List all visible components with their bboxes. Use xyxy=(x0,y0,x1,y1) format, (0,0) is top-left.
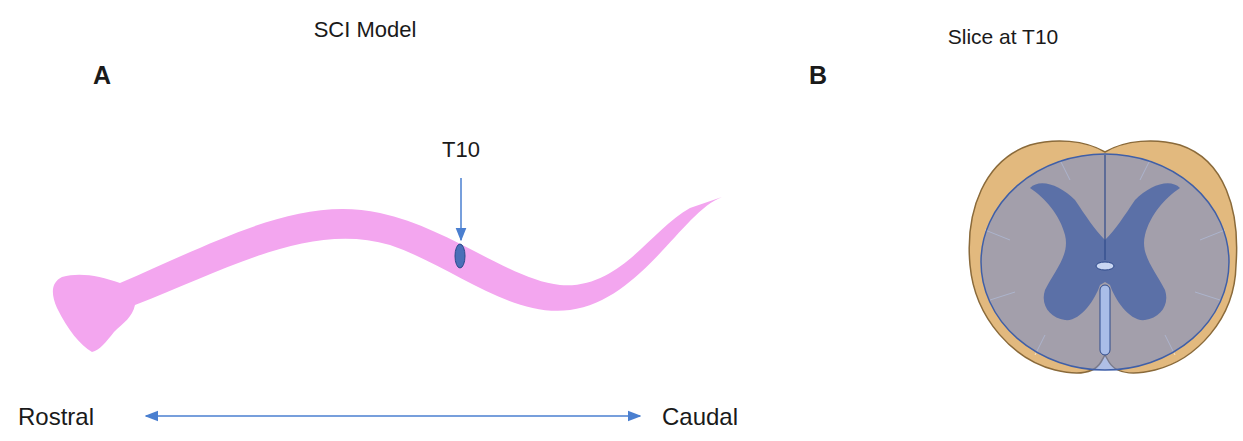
axis-arrow xyxy=(146,415,640,417)
axis-label: Rostral xyxy=(18,404,94,430)
injury-site xyxy=(455,244,465,268)
axis-label: Caudal xyxy=(662,404,738,430)
panel-letter: B xyxy=(809,62,827,90)
dorsal-septum xyxy=(1104,155,1105,260)
overlay-region xyxy=(981,154,1229,370)
ventral-fissure xyxy=(1100,285,1110,355)
heading: SCI Model xyxy=(314,18,417,42)
panel-heading: Slice at T10 xyxy=(948,25,1059,48)
pointer-arrow xyxy=(460,178,462,240)
central-canal xyxy=(1096,262,1114,270)
level-label: T10 xyxy=(442,138,480,162)
spinal-cord xyxy=(53,197,722,352)
panel-letter: A xyxy=(93,62,111,90)
cord-cross-section xyxy=(969,141,1236,373)
